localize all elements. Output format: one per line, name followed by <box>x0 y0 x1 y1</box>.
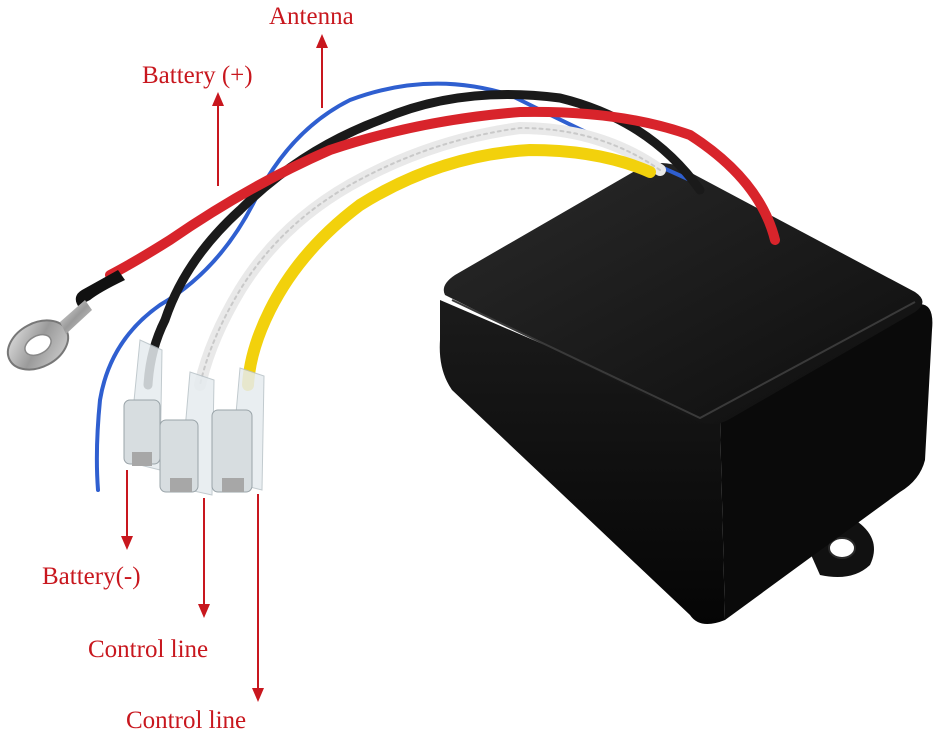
spade-terminal-control-2 <box>211 367 265 493</box>
label-control-line-2: Control line <box>126 707 246 734</box>
battery-positive-arrow <box>212 92 224 186</box>
black-wire <box>143 89 705 390</box>
wire-bundle <box>94 81 780 492</box>
red-wire <box>105 106 780 280</box>
label-antenna: Antenna <box>269 3 354 30</box>
label-control-line-1: Control line <box>88 636 208 663</box>
receiver-housing <box>439 163 933 624</box>
spade-terminal-control-1 <box>159 371 215 496</box>
yellow-wire <box>242 143 656 391</box>
control-line-2-arrow <box>252 494 264 702</box>
spade-terminal-battery-negative <box>123 339 163 471</box>
mounting-hole <box>828 537 856 559</box>
ring-terminal <box>6 270 125 371</box>
battery-negative-arrow <box>121 470 133 550</box>
housing-top-face <box>443 163 923 424</box>
housing-right-face <box>720 304 933 620</box>
label-battery-negative: Battery(-) <box>42 563 141 590</box>
control-line-1-arrow <box>198 498 210 618</box>
antenna-arrow <box>316 34 328 108</box>
housing-edge-highlight <box>451 299 916 420</box>
housing-front-face <box>439 300 725 624</box>
label-battery-positive: Battery (+) <box>142 62 253 89</box>
